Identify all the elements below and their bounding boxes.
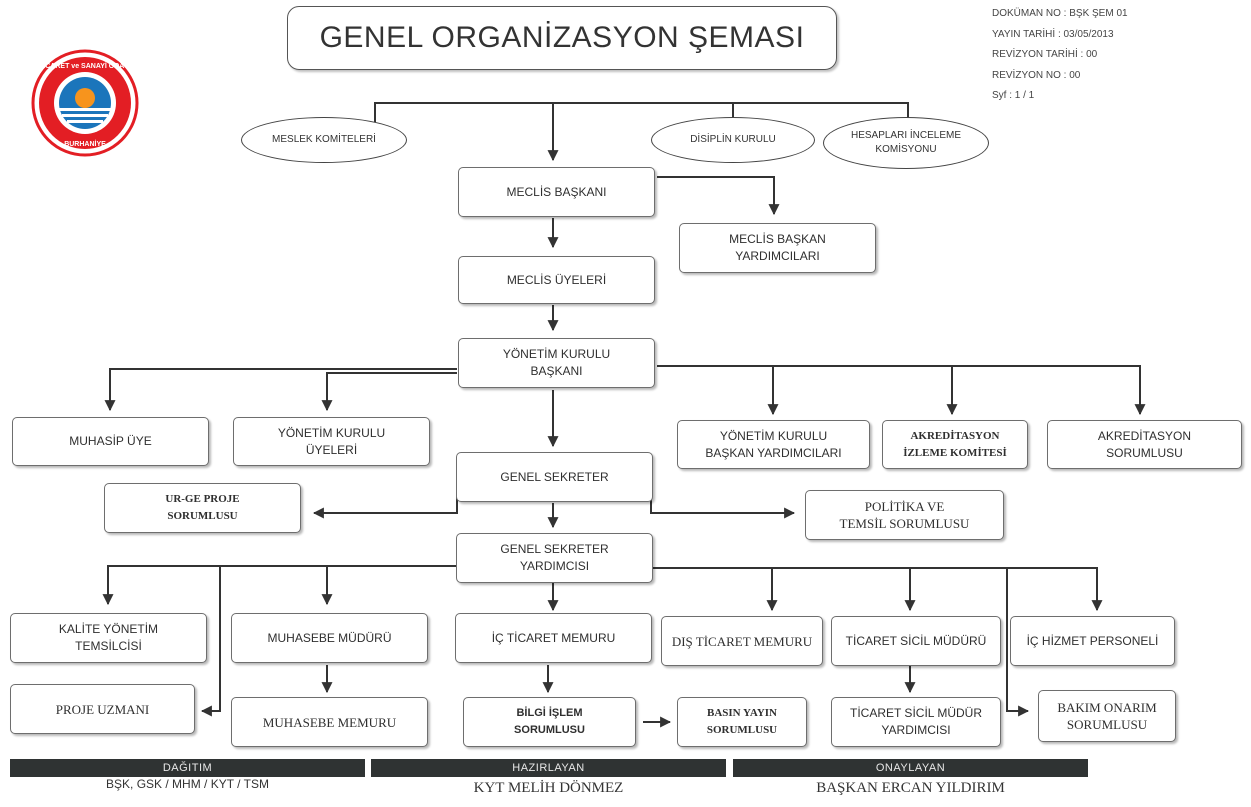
muhasebe-muduru-label: MUHASEBE MÜDÜRÜ <box>267 630 392 645</box>
muhasebe-muduru-box: MUHASEBE MÜDÜRÜ <box>231 613 428 663</box>
genel-sekreter-label: GENEL SEKRETER <box>500 469 609 484</box>
chamber-logo: TİCARET ve SANAYİ ODASI BURHANİYE <box>30 48 140 158</box>
muhasebe-memuru-label: MUHASEBE MEMURU <box>262 714 397 730</box>
page-title: GENEL ORGANİZASYON ŞEMASI <box>287 6 837 70</box>
akreditasyon-sorumlusu-line2: SORUMLUSU <box>1106 445 1183 460</box>
akreditasyon-sorumlusu-box: AKREDİTASYON SORUMLUSU <box>1047 420 1242 469</box>
basin-yayin-line1: BASIN YAYIN <box>706 707 777 719</box>
proje-uzmani-box: PROJE UZMANI <box>10 684 195 734</box>
meclis-uyeleri-label: MECLİS ÜYELERİ <box>506 272 607 287</box>
ic-ticaret-label: İÇ TİCARET MEMURU <box>491 630 616 645</box>
urge-proje-sorumlusu-box: UR-GE PROJE SORUMLUSU <box>104 483 301 533</box>
onaylayan-label: ONAYLAYAN <box>875 762 946 774</box>
onaylayan-value: BAŞKAN ERCAN YILDIRIM <box>816 780 1005 796</box>
yonetim-kurulu-uyeleri-box: YÖNETİM KURULU ÜYELERİ <box>233 417 430 466</box>
ic-hizmet-label: İÇ HİZMET PERSONELİ <box>1026 633 1159 648</box>
document-meta: DOKÜMAN NO : BŞK ŞEM 01 YAYIN TARİHİ : 0… <box>992 4 1128 107</box>
genel-sekreter-box: GENEL SEKRETER <box>456 452 653 502</box>
basin-yayin-line2: SORUMLUSU <box>706 724 778 736</box>
sicil-mudur-yrd-line1: TİCARET SİCİL MÜDÜR <box>849 706 982 720</box>
muhasebe-memuru-box: MUHASEBE MEMURU <box>231 697 428 747</box>
akreditasyon-sorumlusu-line1: AKREDİTASYON <box>1097 428 1192 443</box>
kalite-line2: TEMSİLCİSİ <box>75 639 142 653</box>
politika-line2: TEMSİL SORUMLUSU <box>839 516 970 531</box>
ic-ticaret-memuru-box: İÇ TİCARET MEMURU <box>455 613 652 663</box>
yonetim-kurulu-baskani-box: YÖNETİM KURULU BAŞKANI <box>458 338 655 388</box>
basin-yayin-sorumlusu-box: BASIN YAYIN SORUMLUSU <box>677 697 807 747</box>
hesaplari-inceleme-oval: HESAPLARI İNCELEME KOMİSYONU <box>823 117 989 169</box>
dis-ticaret-label: DIŞ TİCARET MEMURU <box>671 633 813 649</box>
yk-uyeleri-line1: YÖNETİM KURULU <box>277 425 386 440</box>
urge-line1: UR-GE PROJE <box>165 493 240 505</box>
proje-uzmani-label: PROJE UZMANI <box>55 701 150 717</box>
meslek-label: MESLEK KOMİTELERİ <box>272 134 376 145</box>
yk-baskan-yrd-line1: YÖNETİM KURULU <box>719 428 828 443</box>
sicil-mudur-yrd-line2: YARDIMCISI <box>881 723 951 737</box>
muhasip-uye-box: MUHASİP ÜYE <box>12 417 209 466</box>
genel-sekreter-yardimcisi-box: GENEL SEKRETER YARDIMCISI <box>456 533 653 583</box>
bakim-onarim-line2: SORUMLUSU <box>1066 717 1148 732</box>
muhasip-uye-label: MUHASİP ÜYE <box>69 434 152 448</box>
disiplin-kurulu-oval: DİSİPLİN KURULU <box>651 117 815 163</box>
meclis-uyeleri-box: MECLİS ÜYELERİ <box>458 256 655 304</box>
dagitim-value: BŞK, GSK / MHM / KYT / TSM <box>106 777 269 791</box>
dis-ticaret-memuru-box: DIŞ TİCARET MEMURU <box>661 616 823 666</box>
akreditasyon-izleme-komitesi-box: AKREDİTASYON İZLEME KOMİTESİ <box>882 420 1028 469</box>
bilgi-islem-line2: SORUMLUSU <box>514 724 585 736</box>
bakim-onarim-sorumlusu-box: BAKIM ONARIM SORUMLUSU <box>1038 690 1176 742</box>
publish-date: YAYIN TARİHİ : 03/05/2013 <box>992 28 1114 40</box>
yk-baskan-yardimcilari-box: YÖNETİM KURULU BAŞKAN YARDIMCILARI <box>677 420 870 469</box>
yk-uyeleri-line2: ÜYELERİ <box>305 442 358 457</box>
kalite-yonetim-temsilcisi-box: KALİTE YÖNETİM TEMSİLCİSİ <box>10 613 207 663</box>
meclis-baskani-box: MECLİS BAŞKANI <box>458 167 655 217</box>
kalite-line1: KALİTE YÖNETİM <box>58 622 159 636</box>
yk-baskani-line2: BAŞKANI <box>530 364 583 378</box>
akreditasyon-izleme-line2: İZLEME KOMİTESİ <box>903 446 1007 459</box>
meclis-baskan-yardimcilari-box: MECLİS BAŞKAN YARDIMCILARI <box>679 223 876 273</box>
hazirlayan-value: KYT MELİH DÖNMEZ <box>473 780 624 796</box>
revision-date: REVİZYON TARİHİ : 00 <box>992 49 1098 60</box>
politika-temsil-sorumlusu-box: POLİTİKA VE TEMSİL SORUMLUSU <box>805 490 1004 540</box>
ticaret-sicil-mudur-yardimcisi-box: TİCARET SİCİL MÜDÜR YARDIMCISI <box>831 697 1001 747</box>
politika-line1: POLİTİKA VE <box>864 499 945 514</box>
revision-number: REVİZYON NO : 00 <box>992 69 1081 81</box>
urge-line2: SORUMLUSU <box>167 510 238 522</box>
onaylayan-bar: ONAYLAYAN <box>733 759 1088 777</box>
akreditasyon-izleme-line1: AKREDİTASYON <box>910 429 1000 442</box>
hesaplar-line1: HESAPLARI İNCELEME <box>850 130 962 141</box>
sicil-muduru-label: TİCARET SİCİL MÜDÜRÜ <box>845 633 987 648</box>
yk-baskani-line1: YÖNETİM KURULU <box>502 347 611 361</box>
logo-bottom-text: BURHANİYE <box>64 140 106 148</box>
doc-number: DOKÜMAN NO : BŞK ŞEM 01 <box>992 8 1128 19</box>
bakim-onarim-line1: BAKIM ONARIM <box>1057 700 1157 715</box>
bilgi-islem-sorumlusu-box: BİLGİ İŞLEM SORUMLUSU <box>463 697 636 747</box>
meclis-baskan-yrd-line2: YARDIMCILARI <box>735 249 820 263</box>
bilgi-islem-line1: BİLGİ İŞLEM <box>516 707 583 719</box>
meslek-komiteleri-oval: MESLEK KOMİTELERİ <box>241 117 407 163</box>
ticaret-sicil-muduru-box: TİCARET SİCİL MÜDÜRÜ <box>831 616 1001 666</box>
hazirlayan-bar: HAZIRLAYAN <box>371 759 726 777</box>
dagitim-label: DAĞITIM <box>162 762 213 774</box>
logo-top-text: TİCARET ve SANAYİ ODASI <box>39 62 131 70</box>
meclis-baskani-label: MECLİS BAŞKANI <box>506 184 607 199</box>
hazirlayan-label: HAZIRLAYAN <box>512 762 585 774</box>
page-number: Syf : 1 / 1 <box>992 90 1035 101</box>
gs-yrd-line2: YARDIMCISI <box>519 559 590 573</box>
gs-yrd-line1: GENEL SEKRETER <box>500 542 609 556</box>
ic-hizmet-personeli-box: İÇ HİZMET PERSONELİ <box>1010 616 1175 666</box>
hesaplar-line2: KOMİSYONU <box>875 144 937 155</box>
dagitim-bar: DAĞITIM <box>10 759 365 777</box>
page-title-text: GENEL ORGANİZASYON ŞEMASI <box>319 21 805 54</box>
yk-baskan-yrd-line2: BAŞKAN YARDIMCILARI <box>705 445 842 460</box>
disiplin-label: DİSİPLİN KURULU <box>690 134 776 145</box>
meclis-baskan-yrd-line1: MECLİS BAŞKAN <box>729 232 826 246</box>
